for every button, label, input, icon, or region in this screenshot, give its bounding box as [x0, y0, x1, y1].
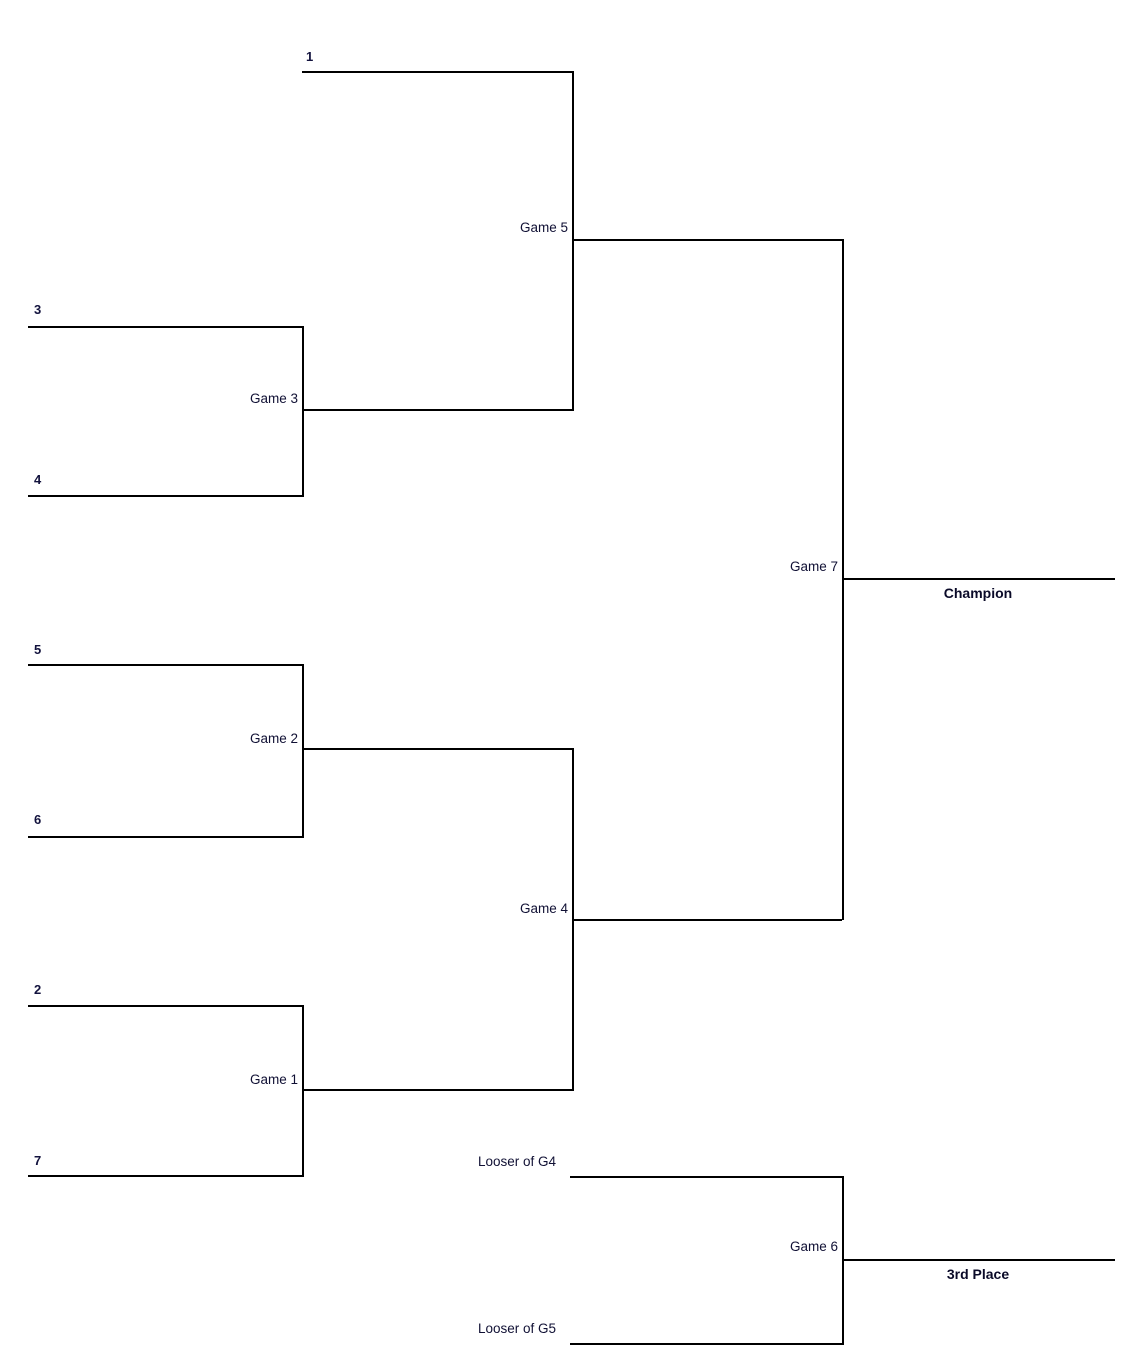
game-label-game-4: Game 4 — [519, 901, 568, 916]
game-label-game-6: Game 6 — [789, 1239, 838, 1254]
seed-label-2: 2 — [34, 982, 42, 997]
seed-label-7: 7 — [34, 1153, 42, 1168]
seed-line-5 — [28, 664, 302, 666]
slot-label-looser-of-g4: Looser of G4 — [477, 1154, 556, 1169]
seed-label-4: 4 — [34, 472, 42, 487]
outcome-line-champion — [842, 578, 1115, 580]
slot-line-looser-of-g5 — [570, 1343, 842, 1345]
connector-game5-vertical — [572, 71, 574, 411]
connector-game3-exit — [302, 409, 572, 411]
slot-line-looser-of-g4 — [570, 1176, 842, 1178]
seed-line-7 — [28, 1175, 302, 1177]
connector-game5-exit — [572, 239, 842, 241]
seed-line-1 — [302, 71, 572, 73]
game-label-game-2: Game 2 — [249, 731, 298, 746]
outcome-line-third-place — [842, 1259, 1115, 1261]
seed-label-5: 5 — [34, 642, 42, 657]
seed-line-2 — [28, 1005, 302, 1007]
seed-label-1: 1 — [306, 49, 314, 64]
outcome-label-third-place: 3rd Place — [946, 1266, 1010, 1282]
seed-label-6: 6 — [34, 812, 42, 827]
connector-game3-vertical — [302, 326, 304, 497]
game-label-game-5: Game 5 — [519, 220, 568, 235]
seed-label-3: 3 — [34, 302, 42, 317]
game-label-game-3: Game 3 — [249, 391, 298, 406]
game-label-game-7: Game 7 — [789, 559, 838, 574]
seed-line-4 — [28, 495, 302, 497]
connector-game1-exit — [302, 1089, 572, 1091]
slot-label-looser-of-g5: Looser of G5 — [477, 1321, 556, 1336]
connector-game1-vertical — [302, 1005, 304, 1177]
connector-game4-exit — [572, 919, 842, 921]
seed-line-6 — [28, 836, 302, 838]
game-label-game-1: Game 1 — [249, 1072, 298, 1087]
connector-game2-exit — [302, 748, 572, 750]
connector-game2-vertical — [302, 664, 304, 838]
outcome-label-champion: Champion — [943, 585, 1013, 601]
seed-line-3 — [28, 326, 302, 328]
